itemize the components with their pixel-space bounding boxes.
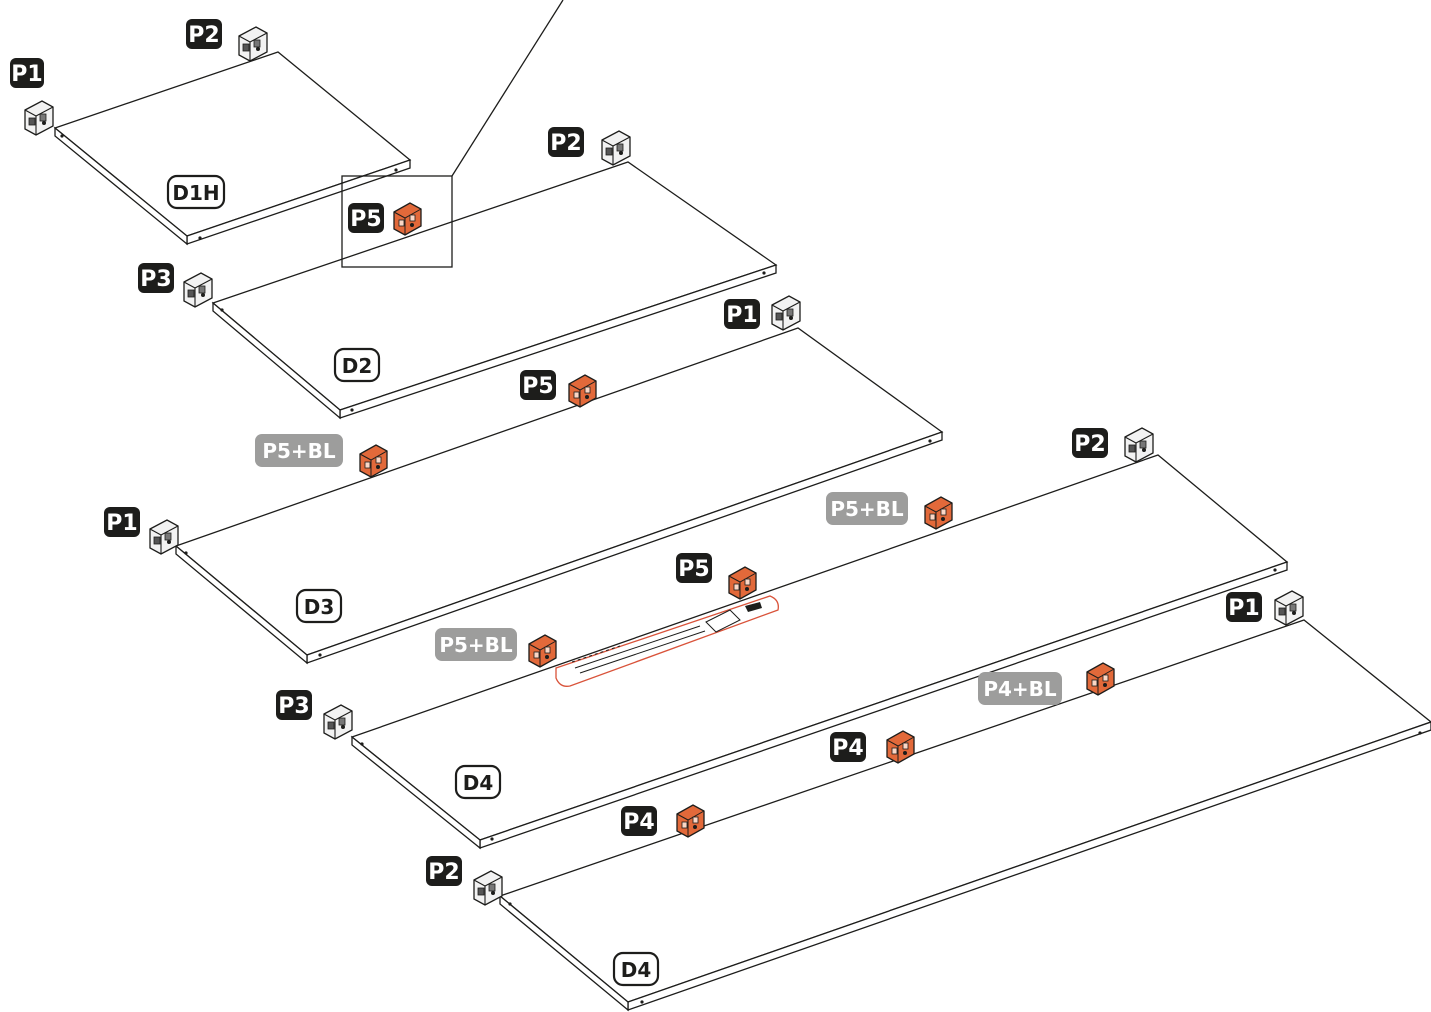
part-label-p2: P2: [426, 856, 462, 886]
svg-text:P1: P1: [11, 62, 42, 87]
svg-text:P2: P2: [550, 131, 581, 156]
svg-text:P1: P1: [106, 511, 137, 536]
svg-text:P2: P2: [428, 860, 459, 885]
svg-text:P5+BL: P5+BL: [262, 439, 336, 463]
mid-connector-icon: [728, 566, 757, 600]
svg-text:P5: P5: [678, 557, 709, 582]
part-label-p1: P1: [104, 507, 140, 537]
corner-connector-icon: [238, 26, 268, 62]
svg-text:P1: P1: [726, 303, 757, 328]
svg-text:D1H: D1H: [172, 181, 219, 205]
part-label-p5-bl: P5+BL: [255, 434, 343, 467]
board-d4-upper: [350, 454, 1289, 850]
svg-text:P5: P5: [522, 374, 553, 399]
mid-connector-icon: [528, 634, 557, 668]
part-label-p2: P2: [548, 127, 584, 157]
board-label-d2: D2: [333, 347, 381, 383]
drilling-template-icon: [555, 595, 779, 687]
part-label-p4: P4: [621, 806, 657, 836]
part-label-p5-bl: P5+BL: [435, 628, 517, 661]
board-label-d4-lower: D4: [612, 951, 660, 987]
part-label-p1: P1: [1226, 592, 1262, 622]
mid-connector-icon: [393, 202, 422, 236]
board-label-d1h: D1H: [166, 174, 226, 210]
svg-text:P5: P5: [350, 207, 381, 232]
board-d4-lower: [498, 619, 1431, 1012]
corner-connector-icon: [24, 100, 54, 136]
part-label-p3: P3: [276, 690, 312, 720]
svg-text:P3: P3: [140, 267, 171, 292]
corner-connector-icon: [183, 272, 213, 308]
part-label-p3: P3: [138, 263, 174, 293]
part-label-p5: P5: [520, 370, 556, 400]
svg-text:D3: D3: [304, 595, 335, 619]
part-label-p4: P4: [830, 732, 866, 762]
svg-text:P4: P4: [832, 736, 863, 761]
corner-connector-icon: [1124, 427, 1154, 463]
part-label-p1: P1: [10, 58, 44, 88]
svg-text:D2: D2: [342, 354, 373, 378]
svg-text:D4: D4: [621, 958, 652, 982]
part-label-p5-bl: P5+BL: [826, 492, 908, 525]
part-label-p5: P5: [676, 553, 712, 583]
svg-text:P1: P1: [1228, 596, 1259, 621]
svg-text:P5+BL: P5+BL: [439, 633, 513, 657]
corner-connector-icon: [473, 870, 503, 906]
part-label-p2: P2: [186, 19, 222, 49]
svg-text:P2: P2: [1074, 432, 1105, 457]
board-label-d3: D3: [295, 588, 343, 624]
mid-connector-icon: [359, 444, 388, 478]
svg-text:P2: P2: [188, 23, 219, 48]
board-d1h: [53, 51, 412, 246]
corner-connector-icon: [323, 704, 353, 740]
svg-text:P4+BL: P4+BL: [983, 677, 1057, 701]
corner-connector-icon: [1274, 590, 1304, 626]
detail-callout-icon: [341, 0, 564, 268]
corner-connector-icon: [601, 130, 631, 166]
part-label-p2: P2: [1072, 428, 1108, 458]
corner-connector-icon: [149, 519, 179, 555]
svg-text:D4: D4: [463, 771, 494, 795]
part-label-p5: P5: [348, 203, 384, 233]
board-d3: [174, 327, 944, 665]
corner-connector-icon: [771, 295, 801, 331]
mid-connector-icon: [924, 496, 953, 530]
board-label-d4-upper: D4: [454, 764, 502, 800]
svg-text:P4: P4: [623, 810, 654, 835]
part-label-p4-bl: P4+BL: [978, 672, 1062, 705]
svg-text:P3: P3: [278, 694, 309, 719]
svg-text:P5+BL: P5+BL: [830, 497, 904, 521]
part-label-p1: P1: [724, 299, 760, 329]
